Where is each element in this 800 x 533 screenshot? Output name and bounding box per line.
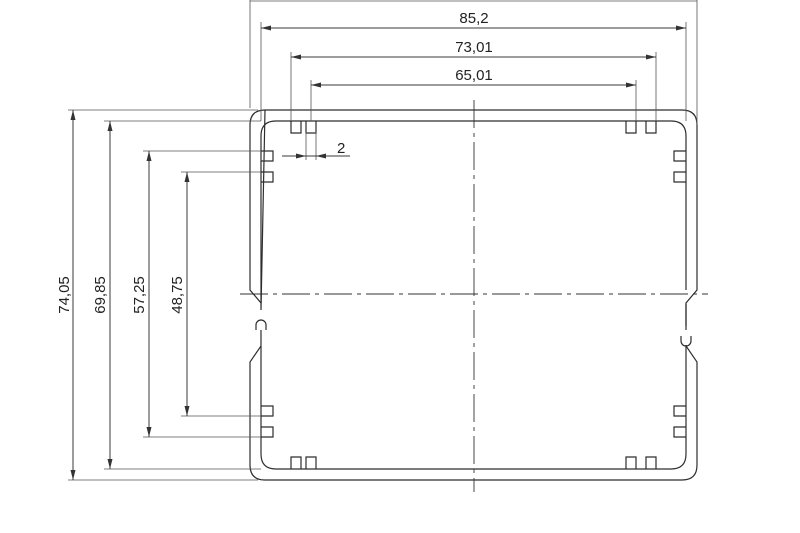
profile-outline <box>249 109 698 481</box>
left-fin-slot <box>261 426 274 438</box>
fin-slots <box>261 121 686 469</box>
dim-height-slots-inner: 48,75 <box>169 276 186 314</box>
dim-height-slots-outer: 57,25 <box>131 276 148 314</box>
top-fin-slot <box>305 121 317 134</box>
top-fin-slot <box>625 121 637 134</box>
outer-contour <box>249 109 698 481</box>
top-dimensions: 85,2 73,01 65,01 <box>249 0 698 125</box>
right-fin-slot <box>673 150 686 162</box>
top-fin-slot <box>290 121 302 134</box>
dim-width-overall: 85,2 <box>459 10 488 27</box>
left-fin-slot <box>261 171 274 183</box>
dim-width-slots-inner: 65,01 <box>455 67 493 84</box>
left-fin-slot <box>261 405 274 417</box>
bottom-fin-slot <box>305 456 317 469</box>
bottom-fin-slot <box>290 456 302 469</box>
left-keyhole <box>255 319 267 330</box>
inner-contour <box>260 120 687 470</box>
right-fin-slot <box>673 405 686 417</box>
dim-width-slots-outer: 73,01 <box>455 39 493 56</box>
dim-height-inner: 69,85 <box>92 276 109 314</box>
dim-slot-width: 2 <box>337 140 345 157</box>
left-fin-slot <box>261 150 274 162</box>
top-fin-slot <box>645 121 657 134</box>
left-dimensions: 74,05 69,85 57,25 48,75 <box>56 109 261 481</box>
right-keyhole <box>680 336 692 347</box>
right-fin-slot <box>673 426 686 438</box>
dim-height-overall: 74,05 <box>56 276 73 314</box>
bottom-fin-slot <box>625 456 637 469</box>
slot-width-dimension: 2 <box>282 132 350 160</box>
right-fin-slot <box>673 171 686 183</box>
bottom-fin-slot <box>645 456 657 469</box>
